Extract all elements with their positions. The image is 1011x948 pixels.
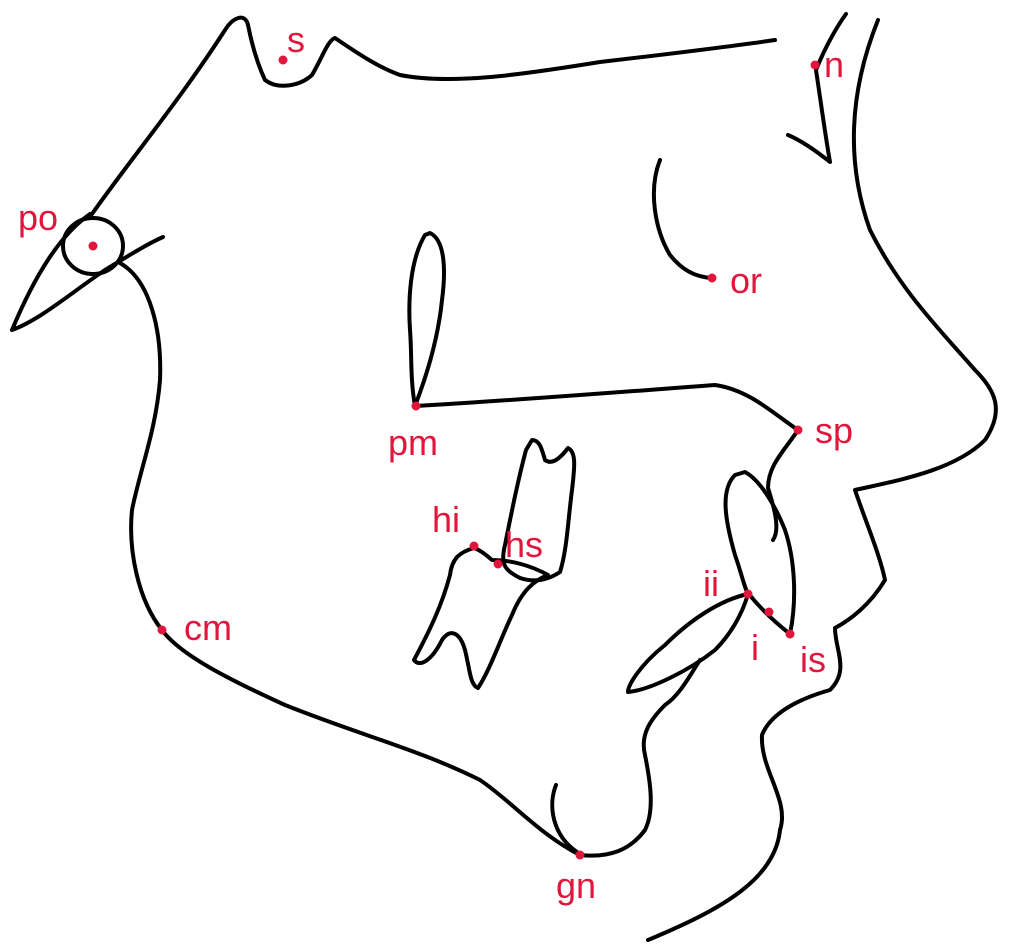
landmark-ii: ii [703,563,753,604]
porion-ring [61,216,125,276]
landmark-dot-gn [575,850,585,860]
landmark-label-is: is [800,639,826,680]
landmark-label-po: po [18,197,58,238]
landmark-gn: gn [556,850,596,906]
landmark-hi: hi [432,499,479,551]
orbit-outline [651,158,714,280]
palatal-plane-outline [414,383,800,432]
nasion-frontal-outline [786,68,832,164]
landmark-pm: pm [388,401,438,463]
landmark-label-or: or [730,260,762,301]
landmark-dot-i [764,607,774,617]
maxillary-anterior-outline [766,428,800,542]
landmark-dot-cm [157,625,167,635]
landmark-label-hs: hs [505,524,543,565]
landmark-dot-po [88,241,98,251]
landmark-or: or [707,260,762,301]
landmark-label-gn: gn [556,865,596,906]
landmark-dot-hs [493,559,503,569]
landmark-label-sp: sp [815,410,853,451]
skull-outline [10,12,998,942]
landmark-sp: sp [793,410,853,451]
landmark-cm: cm [157,607,232,648]
landmark-n: n [810,44,844,85]
lower-incisor-outline [626,592,750,694]
landmark-s: s [278,19,305,65]
landmark-label-n: n [824,44,844,85]
landmark-dot-s [278,55,288,65]
landmark-dot-pm [411,401,421,411]
landmark-po: po [18,197,98,251]
landmark-dot-ii [743,589,753,599]
chin-outline [578,658,702,858]
landmark-dot-or [707,273,717,283]
landmark-dot-hi [469,541,479,551]
landmark-hs: hs [493,524,543,569]
soft-tissue-profile [646,18,998,942]
upper-incisor-outline [723,470,797,636]
symphysis-outline [550,783,579,854]
landmark-label-i: i [751,627,759,668]
lower-molar-outline [412,546,550,690]
upper-molar-outline [501,438,577,583]
landmark-dot-sp [793,425,803,435]
landmark-dot-is [785,629,795,639]
landmark-is: is [785,629,826,680]
ear-rod-outline [10,212,165,332]
landmark-label-cm: cm [184,607,232,648]
landmark-label-hi: hi [432,499,460,540]
landmark-dot-n [810,60,820,70]
landmark-label-ii: ii [703,563,719,604]
landmark-label-s: s [287,19,305,60]
cranial-base-outline [90,15,777,216]
landmark-label-pm: pm [388,422,438,463]
landmark-i: i [751,607,774,668]
mandible-outline [118,261,582,857]
pterygomaxillary-fissure [407,231,446,408]
